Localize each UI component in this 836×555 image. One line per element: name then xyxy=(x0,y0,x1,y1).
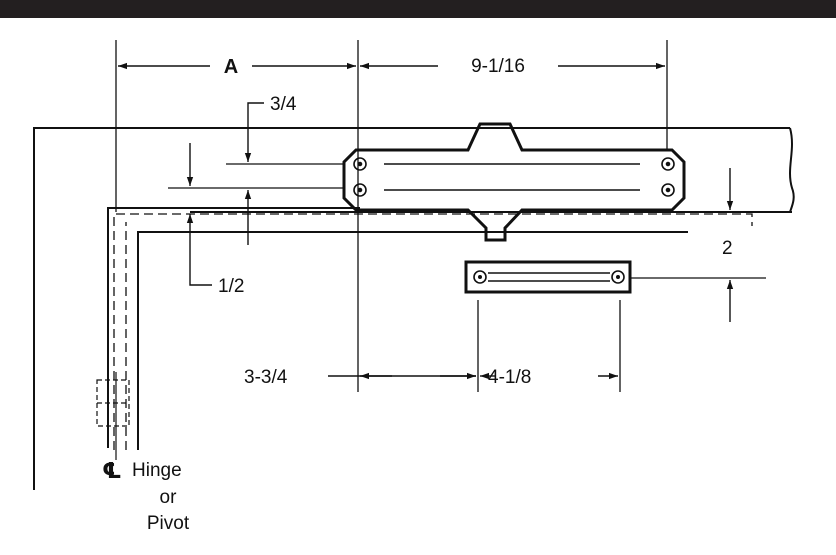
header-bar xyxy=(0,0,836,18)
frame-right-break xyxy=(789,127,795,213)
dimension-plate-offset-label: 3-3/4 xyxy=(244,367,288,388)
frame-top-edge xyxy=(33,127,790,490)
centerline-symbol: ℄ xyxy=(102,458,122,483)
hinge-detail xyxy=(96,372,130,460)
door-frame-outline xyxy=(33,127,795,490)
hinge-label-line1: Hinge xyxy=(132,460,182,481)
dimension-body-length-label: 9-1/16 xyxy=(471,56,525,77)
extension-lines xyxy=(115,40,766,392)
dimension-plate-length-label: 4-1/8 xyxy=(488,367,531,388)
door-dashed-lines xyxy=(113,213,753,450)
closer-body xyxy=(342,122,686,242)
door-inner-edge-2 xyxy=(137,231,688,450)
dimension-drop-label: 2 xyxy=(722,238,733,259)
shoe-plate xyxy=(464,260,632,294)
dimension-a-label: A xyxy=(224,56,238,78)
dimension-top-offset-label: 3/4 xyxy=(270,94,297,115)
dimension-reveal-label: 1/2 xyxy=(218,276,244,297)
door-inner-edge-1 xyxy=(107,207,360,448)
dimension-arrows xyxy=(118,62,734,380)
hinge-label-line2: or xyxy=(160,487,178,508)
closer-body-details xyxy=(384,163,640,191)
hinge-label-line3: Pivot xyxy=(147,513,190,534)
